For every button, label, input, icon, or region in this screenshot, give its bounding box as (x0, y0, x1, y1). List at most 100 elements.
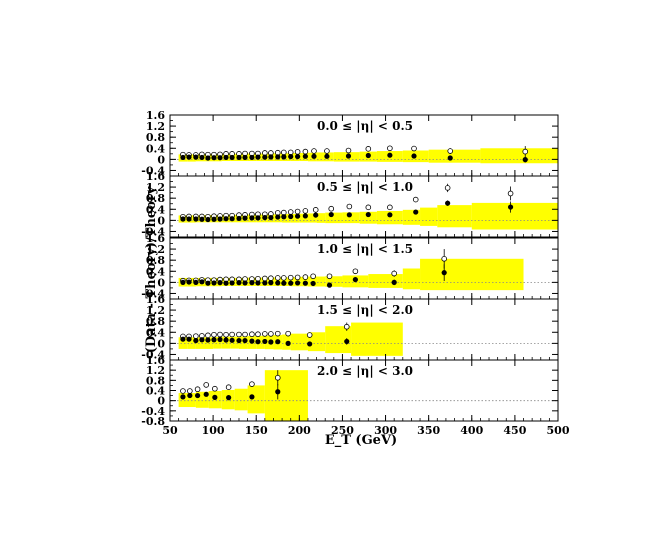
y-tick-label: -0.4 (141, 225, 165, 238)
filled-data-point (229, 337, 235, 343)
y-tick-label: 0 (157, 395, 165, 408)
uncertainty-band-segment (299, 213, 308, 223)
y-tick-label: -0.4 (141, 405, 165, 418)
filled-data-point (211, 155, 217, 161)
filled-data-point (205, 216, 211, 223)
uncertainty-band-segment (325, 212, 343, 224)
filled-data-point (236, 337, 242, 344)
y-tick-label: 1.2 (146, 364, 165, 377)
uncertainty-band-segment (282, 153, 291, 162)
filled-data-point (268, 154, 274, 160)
filled-data-point (365, 152, 371, 159)
open-data-point (287, 209, 294, 215)
filled-data-point (326, 282, 333, 288)
filled-data-point (242, 154, 248, 161)
filled-data-point (255, 215, 261, 221)
y-tick-label: 0.8 (146, 131, 165, 144)
filled-data-point (311, 153, 317, 159)
filled-data-point (249, 394, 255, 400)
open-data-point (262, 331, 268, 337)
open-data-point (312, 207, 319, 213)
filled-data-point (186, 279, 192, 285)
filled-data-point (223, 154, 229, 161)
uncertainty-band-segment (325, 276, 343, 287)
filled-data-point (199, 216, 205, 222)
filled-data-point (186, 154, 192, 160)
y-tick-label: 0.4 (146, 326, 165, 339)
open-data-point (306, 332, 313, 338)
filled-data-point (288, 153, 294, 160)
filled-data-point (180, 279, 186, 285)
open-data-point (223, 331, 229, 338)
open-data-point (205, 332, 211, 339)
filled-data-point (387, 212, 393, 218)
uncertainty-band-segment (178, 337, 188, 349)
filled-data-point (205, 280, 211, 286)
open-data-point (217, 331, 223, 338)
filled-data-point (236, 280, 242, 286)
open-data-point (302, 148, 309, 155)
uncertainty-band-segment (437, 205, 472, 228)
uncertainty-band-segment (342, 212, 360, 224)
filled-data-point (447, 155, 453, 161)
open-data-point (262, 275, 268, 282)
filled-data-point (249, 215, 255, 221)
filled-data-point (275, 280, 281, 286)
filled-data-point (217, 216, 223, 222)
uncertainty-band-segment (256, 214, 265, 223)
filled-data-point (249, 338, 255, 344)
y-tick-label: 1.2 (146, 181, 165, 194)
x-tick-label: 400 (460, 424, 483, 437)
filled-data-point (211, 216, 217, 222)
filled-data-point (262, 154, 268, 160)
filled-data-point (281, 154, 287, 160)
y-tick-label: -0.4 (141, 287, 165, 300)
filled-data-point (285, 340, 291, 346)
filled-data-point (180, 336, 186, 342)
uncertainty-band-segment (316, 213, 326, 223)
x-tick-label: 250 (331, 424, 354, 437)
open-data-point (274, 275, 281, 281)
filled-data-point (205, 155, 211, 161)
open-data-point (365, 146, 372, 152)
uncertainty-band-segment (351, 322, 403, 356)
filled-data-point (180, 216, 186, 222)
open-data-point (249, 381, 255, 387)
open-data-point (326, 273, 333, 280)
uncertainty-band-segment (290, 333, 308, 351)
filled-data-point (211, 280, 217, 286)
filled-data-point (242, 280, 248, 286)
filled-data-point (211, 337, 217, 343)
filled-data-point (522, 157, 528, 163)
x-tick-label: 450 (503, 424, 526, 437)
open-data-point (294, 149, 301, 155)
filled-data-point (324, 153, 330, 159)
uncertainty-band-segment (480, 148, 558, 164)
filled-data-point (295, 213, 301, 219)
filled-data-point (262, 214, 268, 221)
open-data-point (180, 388, 186, 394)
y-tick-label: 0.4 (146, 385, 165, 398)
y-tick-label: 1.6 (146, 232, 165, 245)
y-tick-label: 1.6 (146, 170, 165, 183)
open-data-point (274, 374, 281, 381)
uncertainty-band-segment (368, 274, 403, 288)
y-tick-label: -0.4 (141, 348, 165, 361)
uncertainty-band-segment (402, 268, 421, 290)
y-tick-label: 1.2 (146, 120, 165, 133)
filled-data-point (186, 216, 192, 222)
filled-data-point (507, 204, 514, 210)
open-data-point (255, 331, 261, 338)
uncertainty-band-segment (420, 258, 524, 291)
panel-label: 1.5 ≤ |η| < 2.0 (317, 303, 413, 317)
uncertainty-band-segment (290, 152, 300, 162)
filled-data-point (229, 216, 235, 222)
uncertainty-band-segment (307, 213, 317, 223)
y-tick-label: 1.2 (146, 243, 165, 256)
uncertainty-band-segment (428, 149, 481, 163)
open-data-point (249, 331, 255, 338)
filled-data-point (229, 280, 235, 286)
filled-data-point (226, 395, 232, 401)
filled-data-point (180, 394, 186, 400)
